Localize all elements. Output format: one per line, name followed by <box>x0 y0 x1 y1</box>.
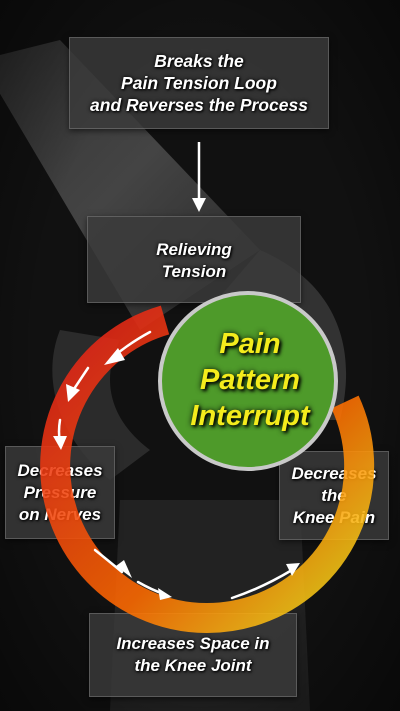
cycle-arrow-6 <box>230 568 294 600</box>
cycle-arrow-3-head <box>53 436 67 450</box>
cycle-arrow-1-head <box>104 348 125 365</box>
pain-pattern-interrupt-label: Pain Pattern Interrupt <box>190 328 310 432</box>
cycle-arrow-2-head <box>66 384 80 402</box>
step-relieving-tension: Relieving Tension <box>87 216 301 303</box>
cycle-arrow-4-head <box>116 560 132 578</box>
cycle-arrow-4 <box>93 548 124 574</box>
step-breaks-loop: Breaks the Pain Tension Loop and Reverse… <box>69 37 329 129</box>
cycle-arrow-5-head <box>158 588 172 600</box>
cycle-arrow-6-head <box>286 563 300 576</box>
down-arrow-head <box>192 198 206 212</box>
pain-pattern-interrupt-circle <box>158 291 338 471</box>
step-increases-space: Increases Space in the Knee Joint <box>89 613 297 697</box>
